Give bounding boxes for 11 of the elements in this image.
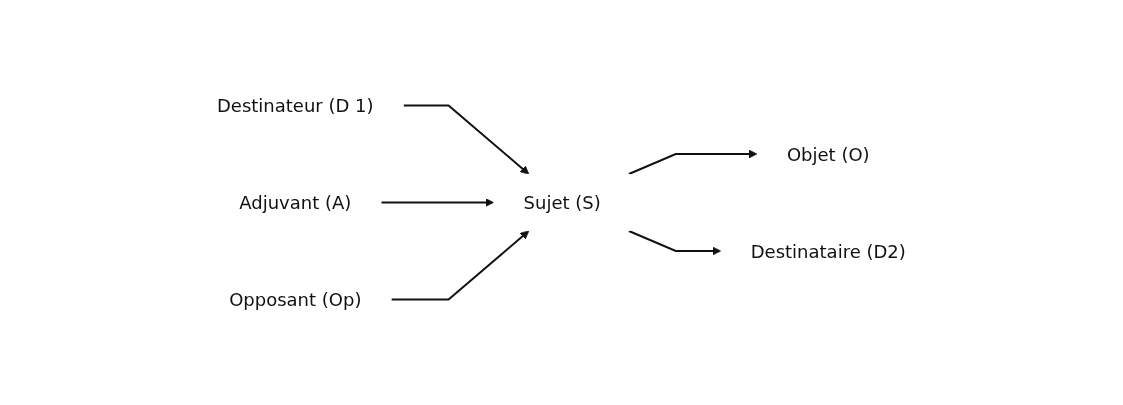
arrow	[380, 198, 495, 207]
node-text: Objet (O)	[787, 143, 870, 165]
arrow	[628, 230, 722, 256]
node-text: Opposant (Op)	[229, 289, 362, 310]
node-text: Destinataire (D2)	[750, 240, 906, 262]
node-text: Sujet (S)	[523, 192, 601, 213]
node-text: Destinateur (D 1)	[217, 95, 374, 116]
arrow	[390, 230, 530, 301]
node-text: Adjuvant (A)	[239, 192, 352, 213]
arrow	[402, 104, 530, 175]
arrow	[628, 149, 758, 175]
